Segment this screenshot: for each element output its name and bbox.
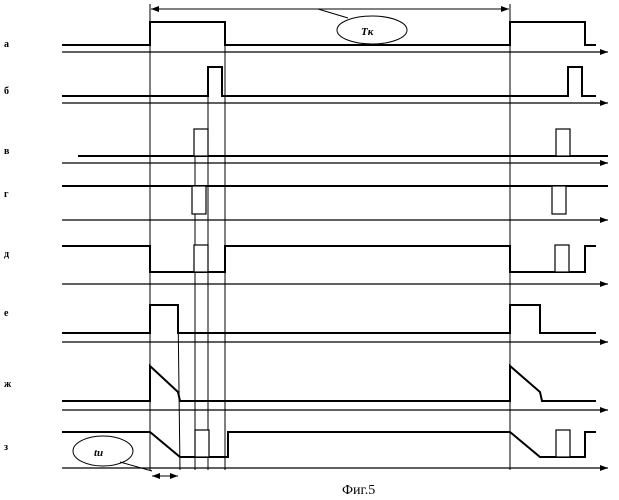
figure-caption: Фиг.5 <box>342 483 375 498</box>
signal-g <box>62 186 608 214</box>
signal-z <box>62 430 596 457</box>
channel-label-z: з <box>4 442 8 453</box>
signal-d <box>62 245 596 272</box>
pulse-width-label: tи <box>94 447 103 459</box>
signal-b <box>62 67 596 96</box>
channel-label-a: а <box>4 39 9 50</box>
channel-label-e: е <box>4 308 9 319</box>
signal-e <box>62 305 596 333</box>
period-label: Tк <box>361 26 374 38</box>
signal-a <box>62 22 596 45</box>
channel-label-v: в <box>4 146 10 157</box>
signal-zh <box>62 366 596 401</box>
time-axes <box>62 52 608 468</box>
signal-v <box>78 129 608 156</box>
period-callout: Tк <box>318 9 407 44</box>
channel-label-g: г <box>4 189 9 200</box>
channel-label-b: б <box>4 86 9 97</box>
channel-label-zh: ж <box>4 379 12 390</box>
channel-label-d: д <box>4 249 9 260</box>
